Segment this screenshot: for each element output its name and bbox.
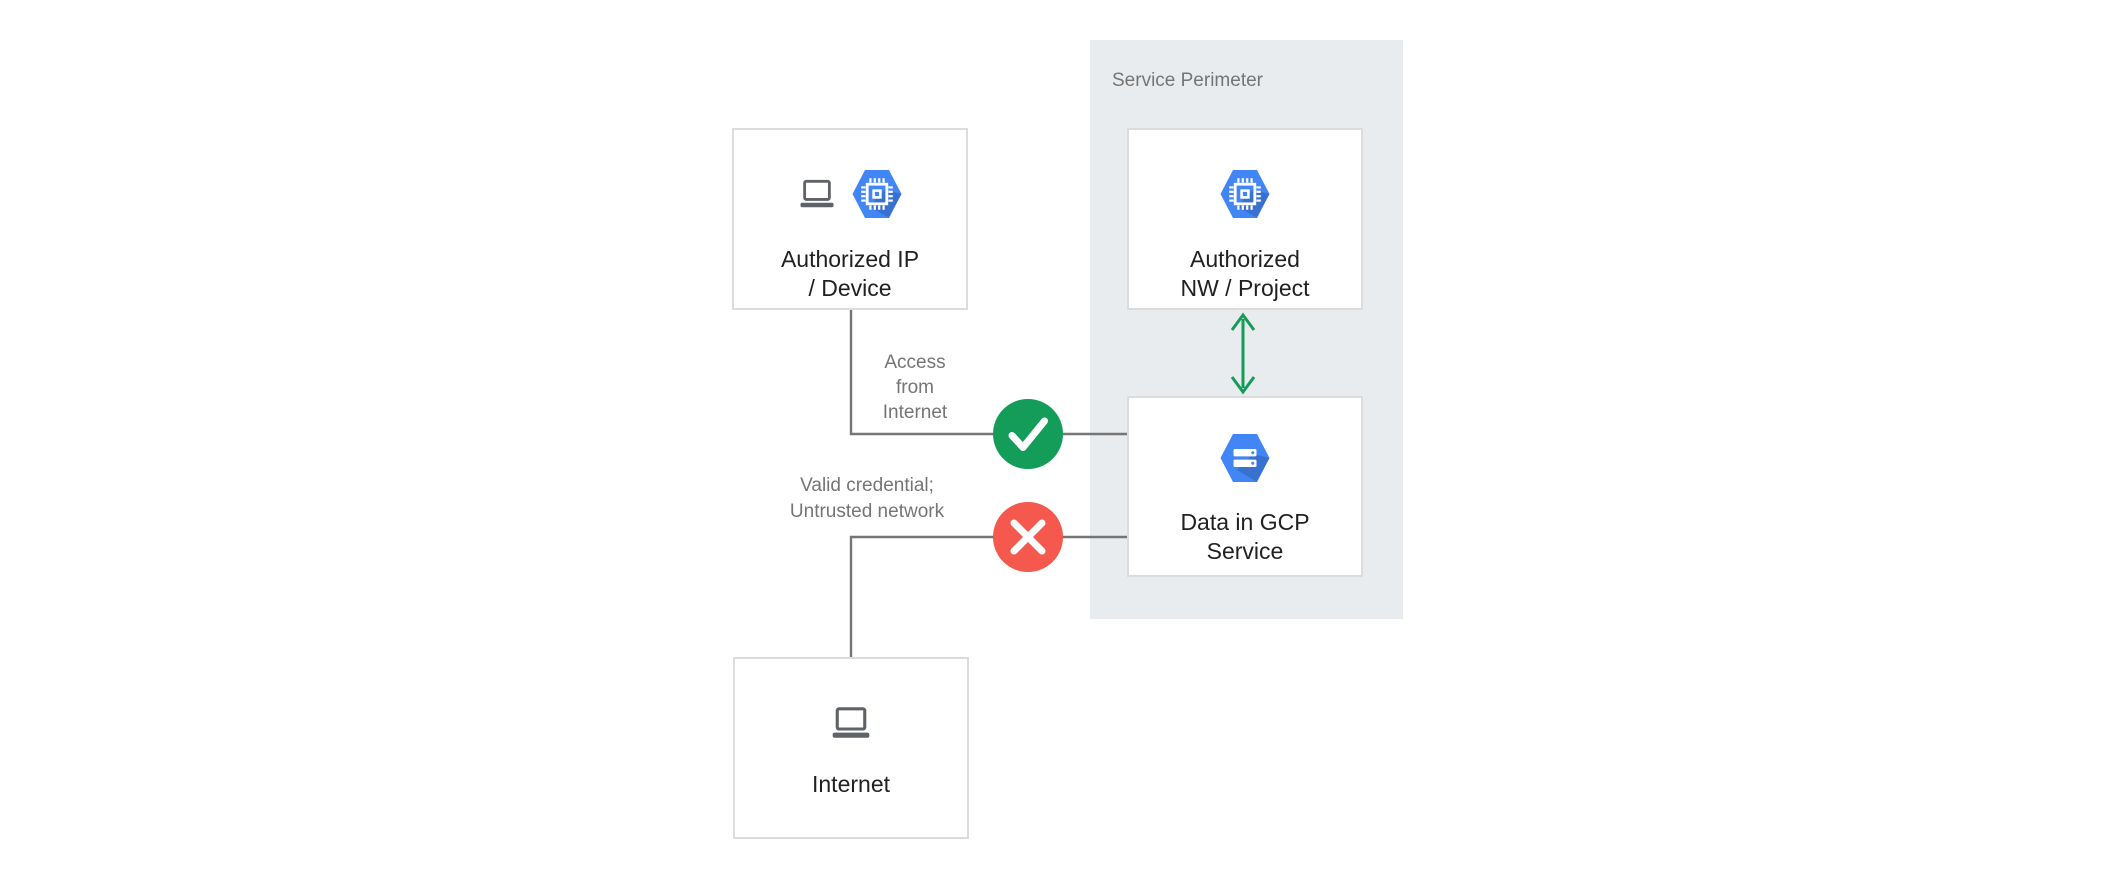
check-icon — [1008, 417, 1048, 451]
status-allowed-badge — [993, 399, 1063, 469]
storage-hexagon-icon — [1220, 434, 1270, 482]
laptop-icon — [832, 707, 870, 738]
connector-untrusted-line — [849, 535, 1127, 657]
node-icons — [797, 168, 903, 220]
node-label: Authorized IP / Device — [780, 246, 920, 301]
node-authorized-nw-project: Authorized NW / Project — [1127, 128, 1363, 310]
node-icons — [1219, 432, 1271, 484]
node-label: Internet — [812, 771, 890, 797]
x-icon — [1010, 519, 1046, 555]
node-data-in-gcp-service: Data in GCP Service — [1127, 396, 1363, 577]
node-authorized-ip-device: Authorized IP / Device — [732, 128, 968, 310]
edge-label-access-from-internet: Access from Internet — [882, 352, 948, 423]
node-label: Authorized NW / Project — [1180, 246, 1310, 301]
edge-label-valid-credential-untrusted-network: Valid credential; Untrusted network — [789, 475, 945, 522]
node-label: Data in GCP Service — [1180, 509, 1310, 564]
service-perimeter-label: Service Perimeter — [1112, 70, 1263, 91]
node-icons — [829, 705, 873, 742]
node-icons — [1219, 168, 1271, 220]
node-internet: Internet — [733, 657, 969, 839]
compute-engine-hexagon-icon — [852, 170, 902, 218]
laptop-icon — [800, 179, 834, 207]
compute-engine-hexagon-icon — [1220, 170, 1270, 218]
status-denied-badge — [993, 502, 1063, 572]
